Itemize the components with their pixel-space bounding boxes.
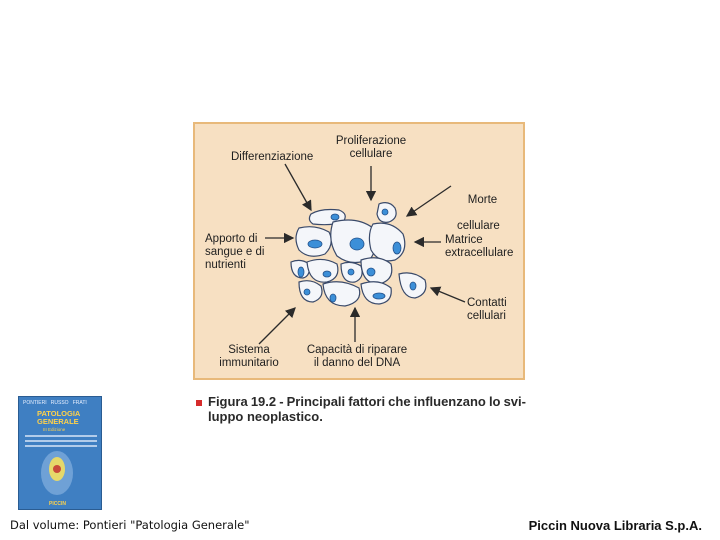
caption-line-1: Figura 19.2 - Principali fattori che inf… <box>196 394 526 409</box>
book-cover-art <box>25 435 97 495</box>
caption-word: 19.2 <box>250 394 277 409</box>
caption-bullet: Figura <box>196 394 248 409</box>
arrows <box>258 163 466 345</box>
label-morte-title: Morte <box>467 194 498 206</box>
label-matrice: Matrice extracellulare <box>445 234 514 259</box>
cell <box>306 258 339 283</box>
caption-word: svi- <box>503 394 526 409</box>
book-cover-image: PONTIERI RUSSO FRATI PATOLOGIA GENERALE … <box>18 396 102 510</box>
cell <box>298 280 323 303</box>
caption-word: influenzano <box>413 394 486 409</box>
caption-word: lo <box>488 394 501 409</box>
figure-panel: Differenziazione Proliferazione cellular… <box>193 122 525 380</box>
arrow-differenziazione <box>284 163 312 212</box>
footer-source: Dal volume: Pontieri "Patologia Generale… <box>10 518 250 532</box>
label-sistema: Sistema immunitario <box>219 344 279 369</box>
label-proliferazione: Proliferazione cellulare <box>335 135 407 160</box>
caption-word: - <box>279 394 284 409</box>
label-contatti: Contatti cellulari <box>467 297 507 322</box>
cell <box>368 222 406 262</box>
arrow-contatti <box>429 286 466 303</box>
label-morte: Morte cellulare <box>455 181 500 246</box>
footer-publisher: Piccin Nuova Libraria S.p.A. <box>528 518 702 533</box>
book-title-1: PATOLOGIA <box>37 409 81 418</box>
arrow-sistema <box>258 307 296 345</box>
arrow-morte <box>405 185 452 217</box>
cell-cluster <box>290 202 427 307</box>
caption-word: fattori <box>348 394 386 409</box>
label-capacita: Capacità di riparare il danno del DNA <box>306 344 408 369</box>
tumor-factors-diagram <box>258 163 466 345</box>
label-differenziazione: Differenziazione <box>231 151 314 163</box>
book-title-2: GENERALE <box>37 417 79 426</box>
cell <box>360 257 393 285</box>
book-publisher: PICCIN <box>49 501 66 507</box>
caption-word: Principali <box>286 394 346 409</box>
book-authors: PONTIERI RUSSO FRATI <box>23 400 87 406</box>
book-edition: III Edizione <box>43 427 66 432</box>
cell <box>322 281 361 307</box>
cell <box>360 281 392 305</box>
figure-caption: Figura 19.2 - Principali fattori che inf… <box>196 394 526 424</box>
label-apporto: Apporto di sangue e di nutrienti <box>205 233 265 271</box>
caption-word: che <box>388 394 411 409</box>
label-morte-sub: cellulare <box>457 220 500 232</box>
caption-line-2: luppo neoplastico. <box>208 409 323 424</box>
nuclei <box>297 208 417 303</box>
